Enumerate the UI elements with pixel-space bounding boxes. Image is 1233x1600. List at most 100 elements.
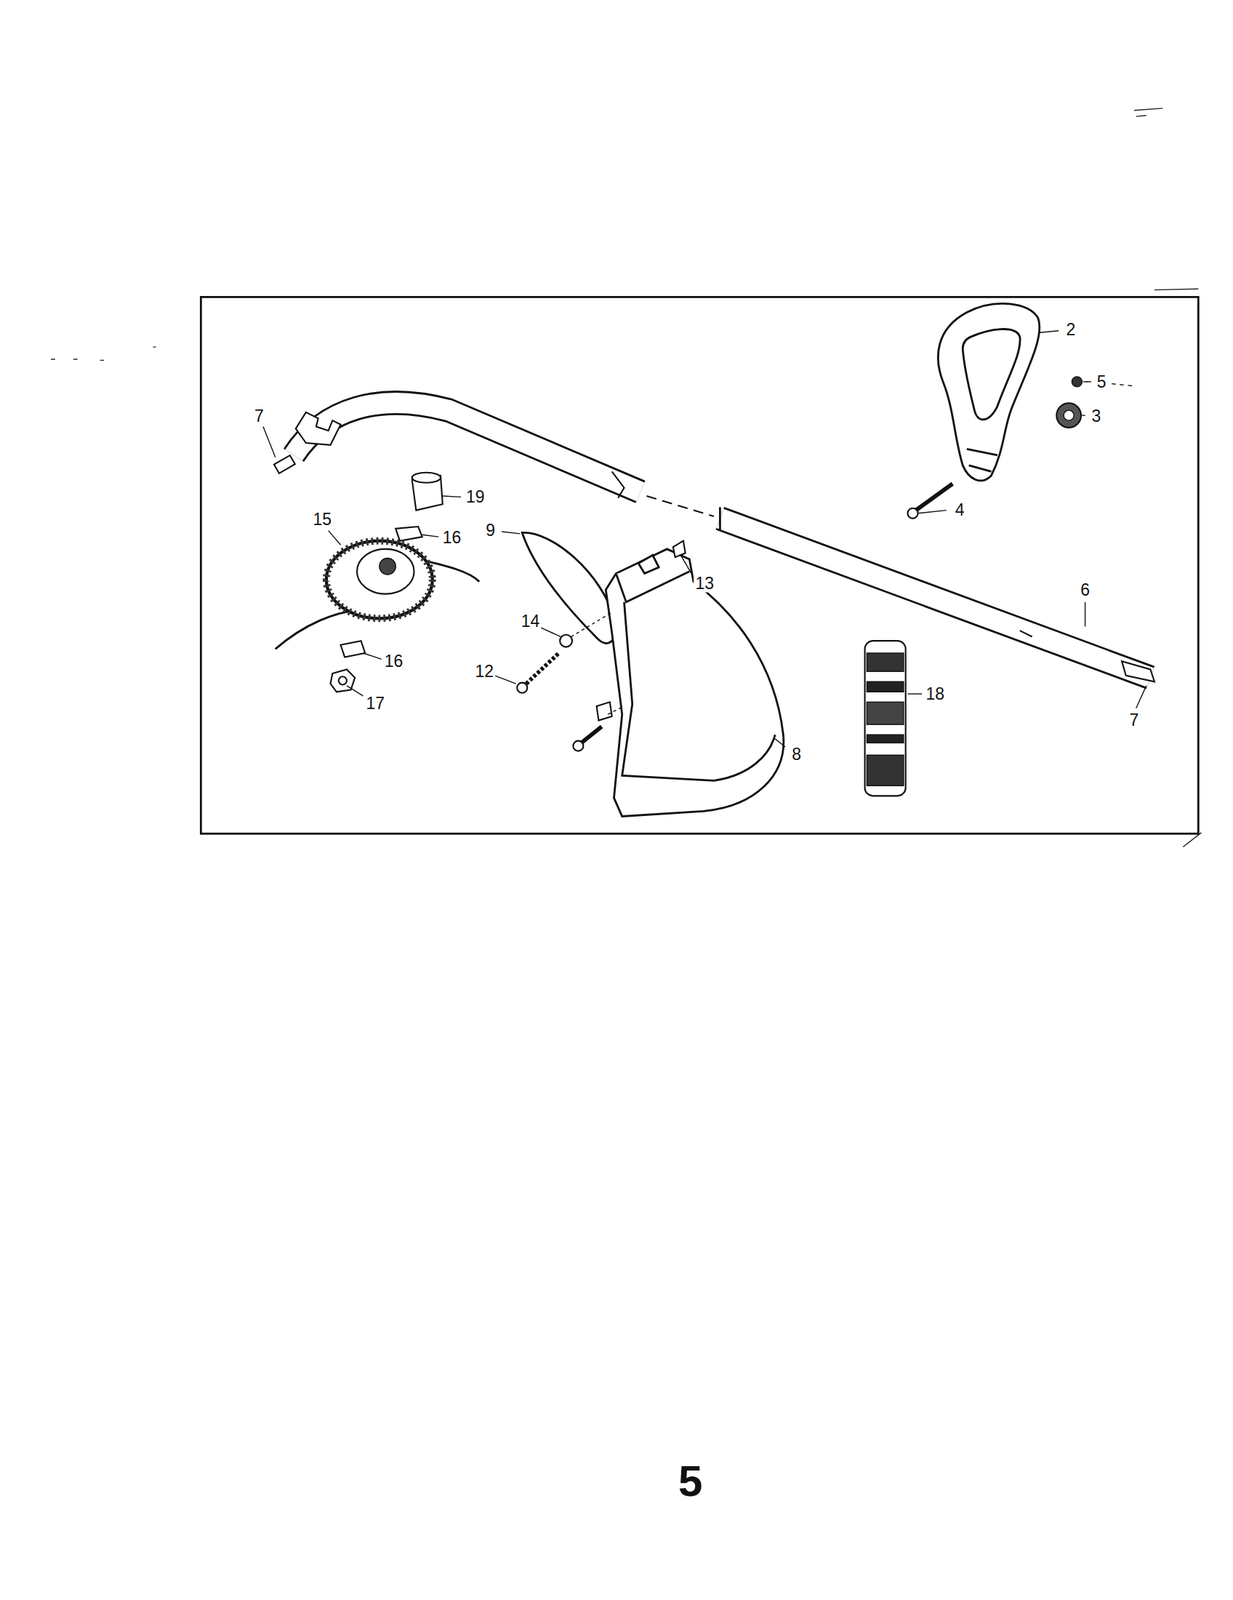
scan-marks (50, 108, 1202, 847)
leader-lines (346, 685, 363, 696)
shaft-coupler (1121, 660, 1155, 682)
shaft-coupler (274, 455, 296, 474)
callout-number: 6 (1078, 580, 1092, 599)
callout-number: 16 (383, 652, 405, 671)
callout-number: 14 (519, 612, 542, 631)
callout-number: 12 (474, 662, 496, 681)
guard-screws (581, 726, 602, 743)
leader-lines (918, 510, 947, 514)
shaft (293, 402, 641, 492)
leader-lines (538, 626, 562, 637)
guard-screws (516, 540, 685, 751)
leader-lines (494, 675, 516, 684)
trimmer-head (275, 609, 357, 649)
head-nut (338, 676, 347, 685)
callout-number: 7 (1128, 711, 1141, 730)
handle (937, 303, 1039, 480)
leader-lines (1111, 383, 1132, 387)
grease-tube (866, 754, 904, 786)
trimmer-head (326, 540, 433, 619)
guard-screws (572, 740, 584, 751)
guard (521, 532, 784, 816)
callout-number: 3 (1090, 407, 1103, 426)
leader-lines (1081, 414, 1085, 416)
shaft (719, 518, 1151, 678)
leader-lines (501, 531, 520, 534)
leader-lines (422, 534, 439, 537)
grease-tube (866, 734, 904, 743)
leader-lines (263, 426, 276, 458)
leader-lines (328, 530, 341, 546)
scan-marks (1136, 115, 1147, 117)
shaft-coupler (295, 412, 341, 445)
grease-tube (866, 681, 904, 692)
trimmer-head (356, 548, 415, 594)
leader-lines (442, 495, 461, 497)
callout-number: 17 (364, 693, 387, 712)
scan-marks (1134, 108, 1163, 111)
handle (962, 328, 1020, 419)
handle (937, 303, 1039, 480)
guard (638, 554, 659, 573)
washers (596, 701, 613, 720)
scan-marks (50, 346, 156, 360)
callout-number: 13 (694, 574, 717, 593)
guard-screws (516, 682, 528, 693)
washers (559, 634, 573, 648)
guard-screws (571, 612, 613, 637)
guard (622, 601, 775, 781)
handle-nut (1056, 376, 1082, 428)
frame (200, 296, 1199, 834)
guard-screws (673, 540, 686, 557)
callout-number: 5 (1095, 372, 1108, 391)
shaft (719, 506, 722, 530)
leader-lines (1136, 685, 1147, 709)
shaft (646, 495, 714, 517)
shaft (1019, 630, 1033, 637)
leader-lines (1083, 380, 1092, 382)
spindle-cap (412, 472, 441, 483)
shaft (612, 471, 625, 498)
trimmer-head (275, 540, 480, 650)
leader-lines (1084, 601, 1086, 627)
leader-lines (263, 330, 1147, 747)
guard-screws (526, 652, 560, 684)
frame (200, 296, 1199, 834)
spindle-cap (412, 472, 443, 511)
handle-bolt (916, 483, 954, 510)
washers (340, 640, 366, 657)
page-number: 5 (675, 1459, 706, 1503)
guard (615, 571, 690, 602)
leader-lines (1086, 380, 1087, 382)
scan-marks (1154, 288, 1199, 290)
grease-tube (866, 652, 904, 672)
handle-bolt (908, 483, 954, 519)
leader-lines (1038, 330, 1059, 333)
handle-bolt (908, 508, 919, 519)
grease-tube (865, 640, 906, 796)
washers (395, 526, 422, 541)
callout-number: 2 (1065, 320, 1078, 339)
handle-nut (1056, 402, 1082, 428)
callout-number: 16 (441, 528, 464, 547)
guard-screws (607, 705, 624, 714)
shaft (719, 518, 1151, 678)
scan-marks (1182, 832, 1202, 847)
guard (605, 548, 784, 817)
leader-lines (362, 652, 381, 659)
callout-number: 19 (464, 487, 487, 506)
grease-tube (866, 701, 904, 725)
shaft (293, 402, 641, 492)
callout-number: 4 (953, 500, 967, 520)
leader-lines (908, 692, 923, 694)
handle (966, 448, 998, 472)
callout-number: 7 (252, 407, 266, 426)
trimmer-head (326, 540, 433, 619)
callout-number: 18 (924, 684, 947, 703)
grease-tube (865, 640, 906, 796)
callout-number: 8 (790, 744, 803, 763)
handle-nut (1063, 410, 1074, 421)
